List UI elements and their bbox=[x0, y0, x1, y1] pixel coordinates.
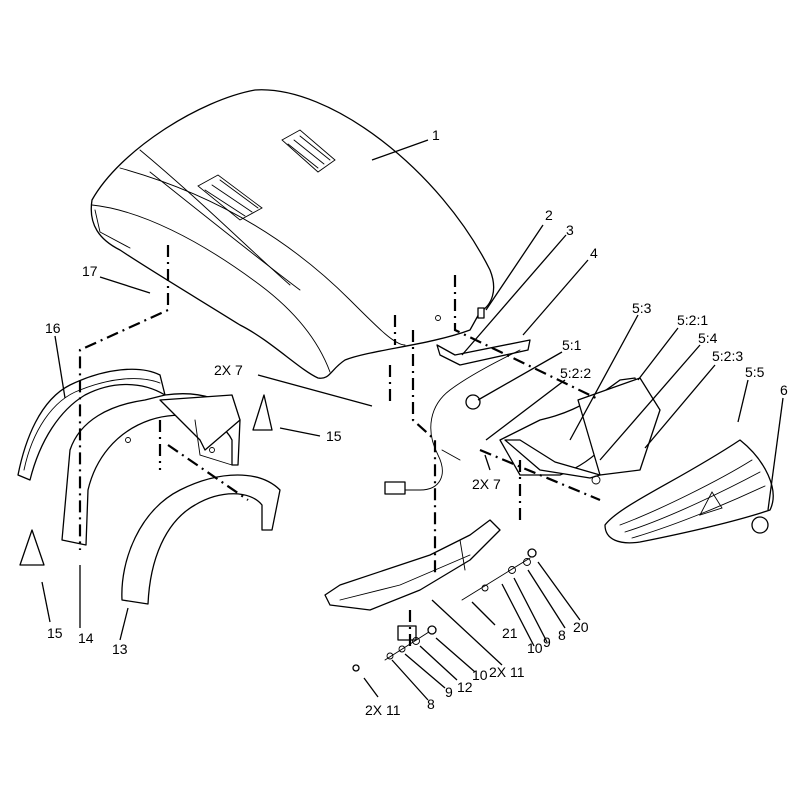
wedge-block-15-right bbox=[252, 394, 273, 431]
leader-lines bbox=[41, 139, 784, 701]
callout-5-2-2: 5:2:2 bbox=[560, 365, 591, 381]
fender-13 bbox=[121, 474, 281, 605]
callout-9-right: 9 bbox=[543, 634, 551, 650]
callout-5-3: 5:3 bbox=[632, 300, 652, 316]
callout-2x11-left: 2X 11 bbox=[365, 702, 401, 718]
callout-1: 1 bbox=[432, 127, 440, 143]
callout-5-2-1: 5:2:1 bbox=[677, 312, 708, 328]
callout-5-2-3: 5:2:3 bbox=[712, 348, 743, 364]
hood bbox=[90, 89, 495, 379]
headlight-housing bbox=[499, 377, 661, 485]
callout-2x7-left: 2X 7 bbox=[214, 362, 243, 378]
callout-10-right: 10 bbox=[527, 640, 543, 656]
callout-4: 4 bbox=[590, 245, 598, 261]
hood-hinge-bracket bbox=[435, 307, 531, 366]
callout-labels: 1 2 3 4 5:1 5:2:2 5:3 5:2:1 5:4 5:2:3 5:… bbox=[45, 127, 788, 718]
callout-8-right: 8 bbox=[558, 627, 566, 643]
callout-12: 12 bbox=[457, 679, 473, 695]
callout-5-1: 5:1 bbox=[562, 337, 582, 353]
callout-2: 2 bbox=[545, 207, 553, 223]
callout-21: 21 bbox=[502, 625, 518, 641]
callout-2x7-center: 2X 7 bbox=[472, 476, 501, 492]
callout-13: 13 bbox=[112, 641, 128, 657]
fender-14 bbox=[61, 393, 241, 546]
callout-16: 16 bbox=[45, 320, 61, 336]
callout-2x11-right: 2X 11 bbox=[489, 664, 525, 680]
wire-harness bbox=[384, 349, 521, 495]
fasteners-left bbox=[352, 625, 437, 672]
fasteners-right bbox=[461, 548, 537, 601]
callout-8-left: 8 bbox=[427, 696, 435, 712]
callout-15-left: 15 bbox=[47, 625, 63, 641]
callout-5-4: 5:4 bbox=[698, 330, 718, 346]
hood-vent-lower bbox=[197, 174, 263, 221]
assembly-lines bbox=[78, 245, 601, 650]
lower-mount-bracket bbox=[324, 519, 501, 641]
callout-3: 3 bbox=[566, 222, 574, 238]
callout-10-left: 10 bbox=[472, 667, 488, 683]
callout-17: 17 bbox=[82, 263, 98, 279]
callout-6: 6 bbox=[780, 382, 788, 398]
hood-vent-upper bbox=[281, 129, 336, 173]
callout-20: 20 bbox=[573, 619, 589, 635]
wedge-block-15-left bbox=[19, 529, 45, 566]
grille bbox=[604, 439, 774, 544]
callout-9-left: 9 bbox=[445, 684, 453, 700]
callout-5-5: 5:5 bbox=[745, 364, 765, 380]
callout-15-right: 15 bbox=[326, 428, 342, 444]
callout-14: 14 bbox=[78, 630, 94, 646]
